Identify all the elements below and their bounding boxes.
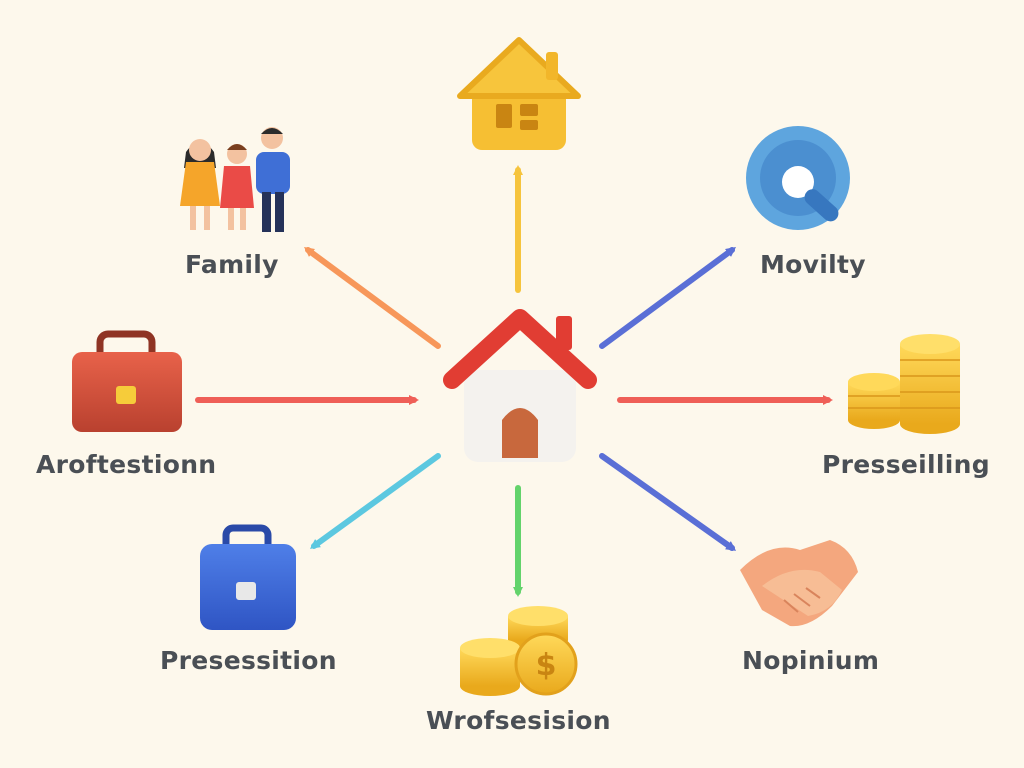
briefcase-icon-profession: [72, 330, 182, 432]
family-icon: [180, 127, 290, 232]
coins-icon: $: [460, 606, 578, 696]
arrow-to-presession: [309, 453, 441, 549]
house-icon: [457, 37, 581, 150]
coin-stack-icon: [848, 334, 960, 434]
briefcase-icon-presession: [200, 524, 296, 630]
family-label: Family: [185, 250, 279, 279]
svg-text:$: $: [536, 648, 557, 683]
nopinium-label: Nopinium: [742, 646, 880, 675]
preselling-label: Presseilling: [822, 450, 990, 479]
presession-label: Presessition: [160, 646, 337, 675]
arrow-to-mobility: [599, 247, 737, 349]
arrows: [195, 165, 833, 597]
center-house-icon: [443, 309, 597, 462]
arrow-to-nopinium: [599, 453, 737, 551]
magnifier-icon: [746, 126, 850, 230]
drofsesision-label: Wrofsesision: [426, 706, 611, 735]
mobility-label: Movilty: [760, 250, 866, 279]
arrow-to-family: [303, 247, 441, 349]
handshake-icon: [740, 540, 858, 627]
profession-label: Aroftestionn: [36, 450, 217, 479]
